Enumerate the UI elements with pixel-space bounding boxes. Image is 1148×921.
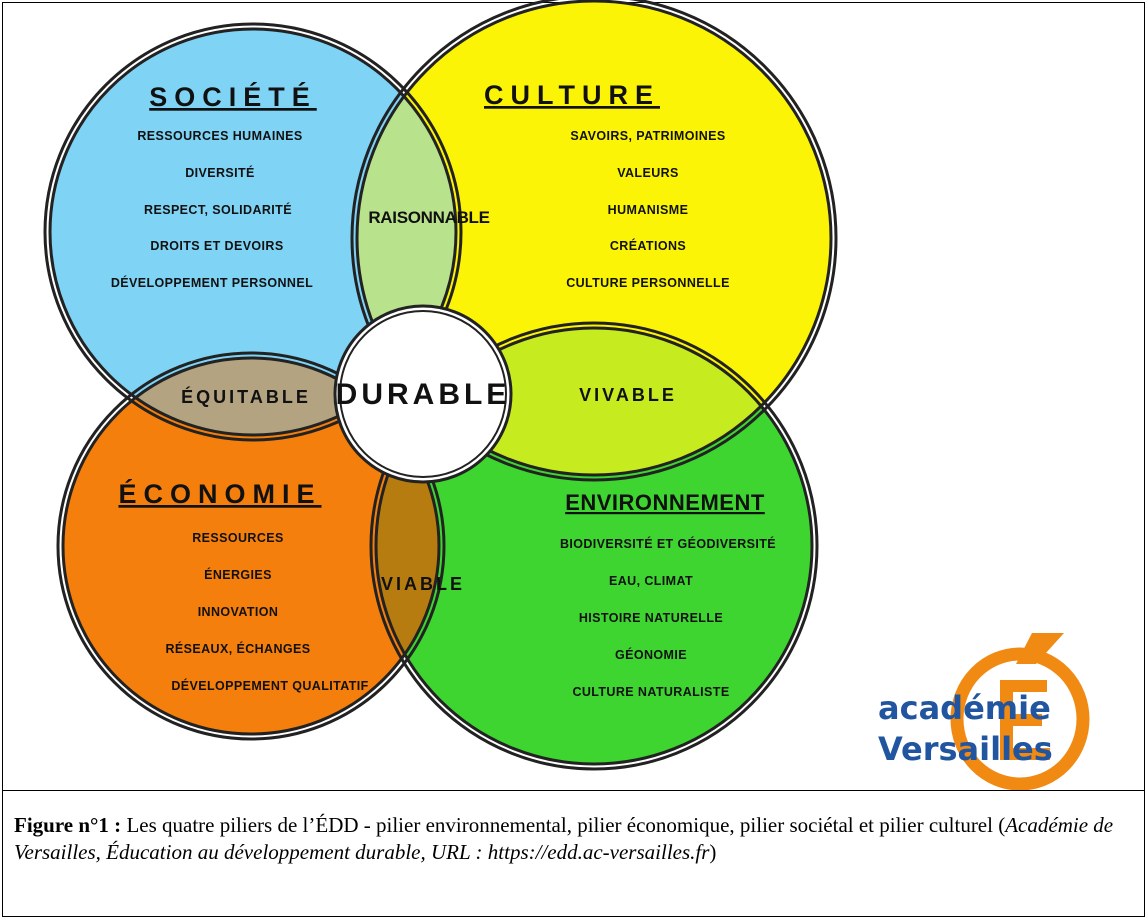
- environnement-item: GÉONOMIE: [615, 647, 687, 662]
- caption-source: Académie de Versailles, Éducation au dév…: [14, 813, 1114, 864]
- culture-item: VALEURS: [617, 166, 679, 180]
- culture-item: SAVOIRS, PATRIMOINES: [570, 129, 725, 143]
- logo-line1: académie: [878, 689, 1051, 727]
- environnement-title: ENVIRONNEMENT: [565, 490, 765, 515]
- logo-accent: [1016, 633, 1064, 664]
- viable-label: VIABLE: [381, 574, 465, 594]
- raisonnable-label: RAISONNABLE: [368, 208, 489, 227]
- environnement-item: CULTURE NATURALISTE: [572, 685, 729, 699]
- economie-item: ÉNERGIES: [204, 567, 272, 582]
- societe-title: SOCIÉTÉ: [149, 81, 317, 112]
- societe-item: RESSOURCES HUMAINES: [137, 129, 302, 143]
- culture-item: CULTURE PERSONNELLE: [566, 276, 730, 290]
- vivable-label: VIVABLE: [579, 385, 677, 405]
- economie-title: ÉCONOMIE: [118, 478, 321, 509]
- logo-ring: [950, 647, 1090, 790]
- culture-item: HUMANISME: [608, 203, 689, 217]
- societe-circle: [50, 29, 456, 435]
- economie-circle: [63, 358, 439, 734]
- societe-item: RESPECT, SOLIDARITÉ: [144, 202, 292, 217]
- figure-caption: Figure n°1 : Les quatre piliers de l’ÉDD…: [14, 812, 1134, 866]
- caption-divider: [2, 790, 1145, 791]
- culture-title: CULTURE: [484, 80, 660, 110]
- societe-item: DIVERSITÉ: [185, 165, 255, 180]
- durable-label: DURABLE: [336, 378, 511, 411]
- logo-line2: Versailles: [878, 730, 1053, 768]
- equitable-label: ÉQUITABLE: [181, 386, 311, 407]
- caption-end: ): [709, 840, 717, 864]
- venn-diagram: SOCIÉTÉ RESSOURCES HUMAINES DIVERSITÉ RE…: [43, 0, 1090, 790]
- societe-item: DROITS ET DEVOIRS: [150, 239, 283, 253]
- economie-item: RÉSEAUX, ÉCHANGES: [165, 641, 310, 656]
- academie-versailles-logo: académie Versailles: [878, 633, 1090, 790]
- environnement-item: HISTOIRE NATURELLE: [579, 611, 723, 625]
- environnement-item: EAU, CLIMAT: [609, 574, 693, 588]
- economie-item: DÉVELOPPEMENT QUALITATIF: [171, 678, 368, 693]
- economie-item: RESSOURCES: [192, 531, 284, 545]
- societe-item: DÉVELOPPEMENT PERSONNEL: [111, 275, 313, 290]
- environnement-item: BIODIVERSITÉ ET GÉODIVERSITÉ: [560, 536, 776, 551]
- durable-circle: [333, 304, 513, 484]
- caption-label: Figure n°1 :: [14, 813, 122, 837]
- culture-item: CRÉATIONS: [610, 238, 686, 253]
- economie-item: INNOVATION: [198, 605, 279, 619]
- caption-text: Les quatre piliers de l’ÉDD - pilier env…: [121, 813, 1006, 837]
